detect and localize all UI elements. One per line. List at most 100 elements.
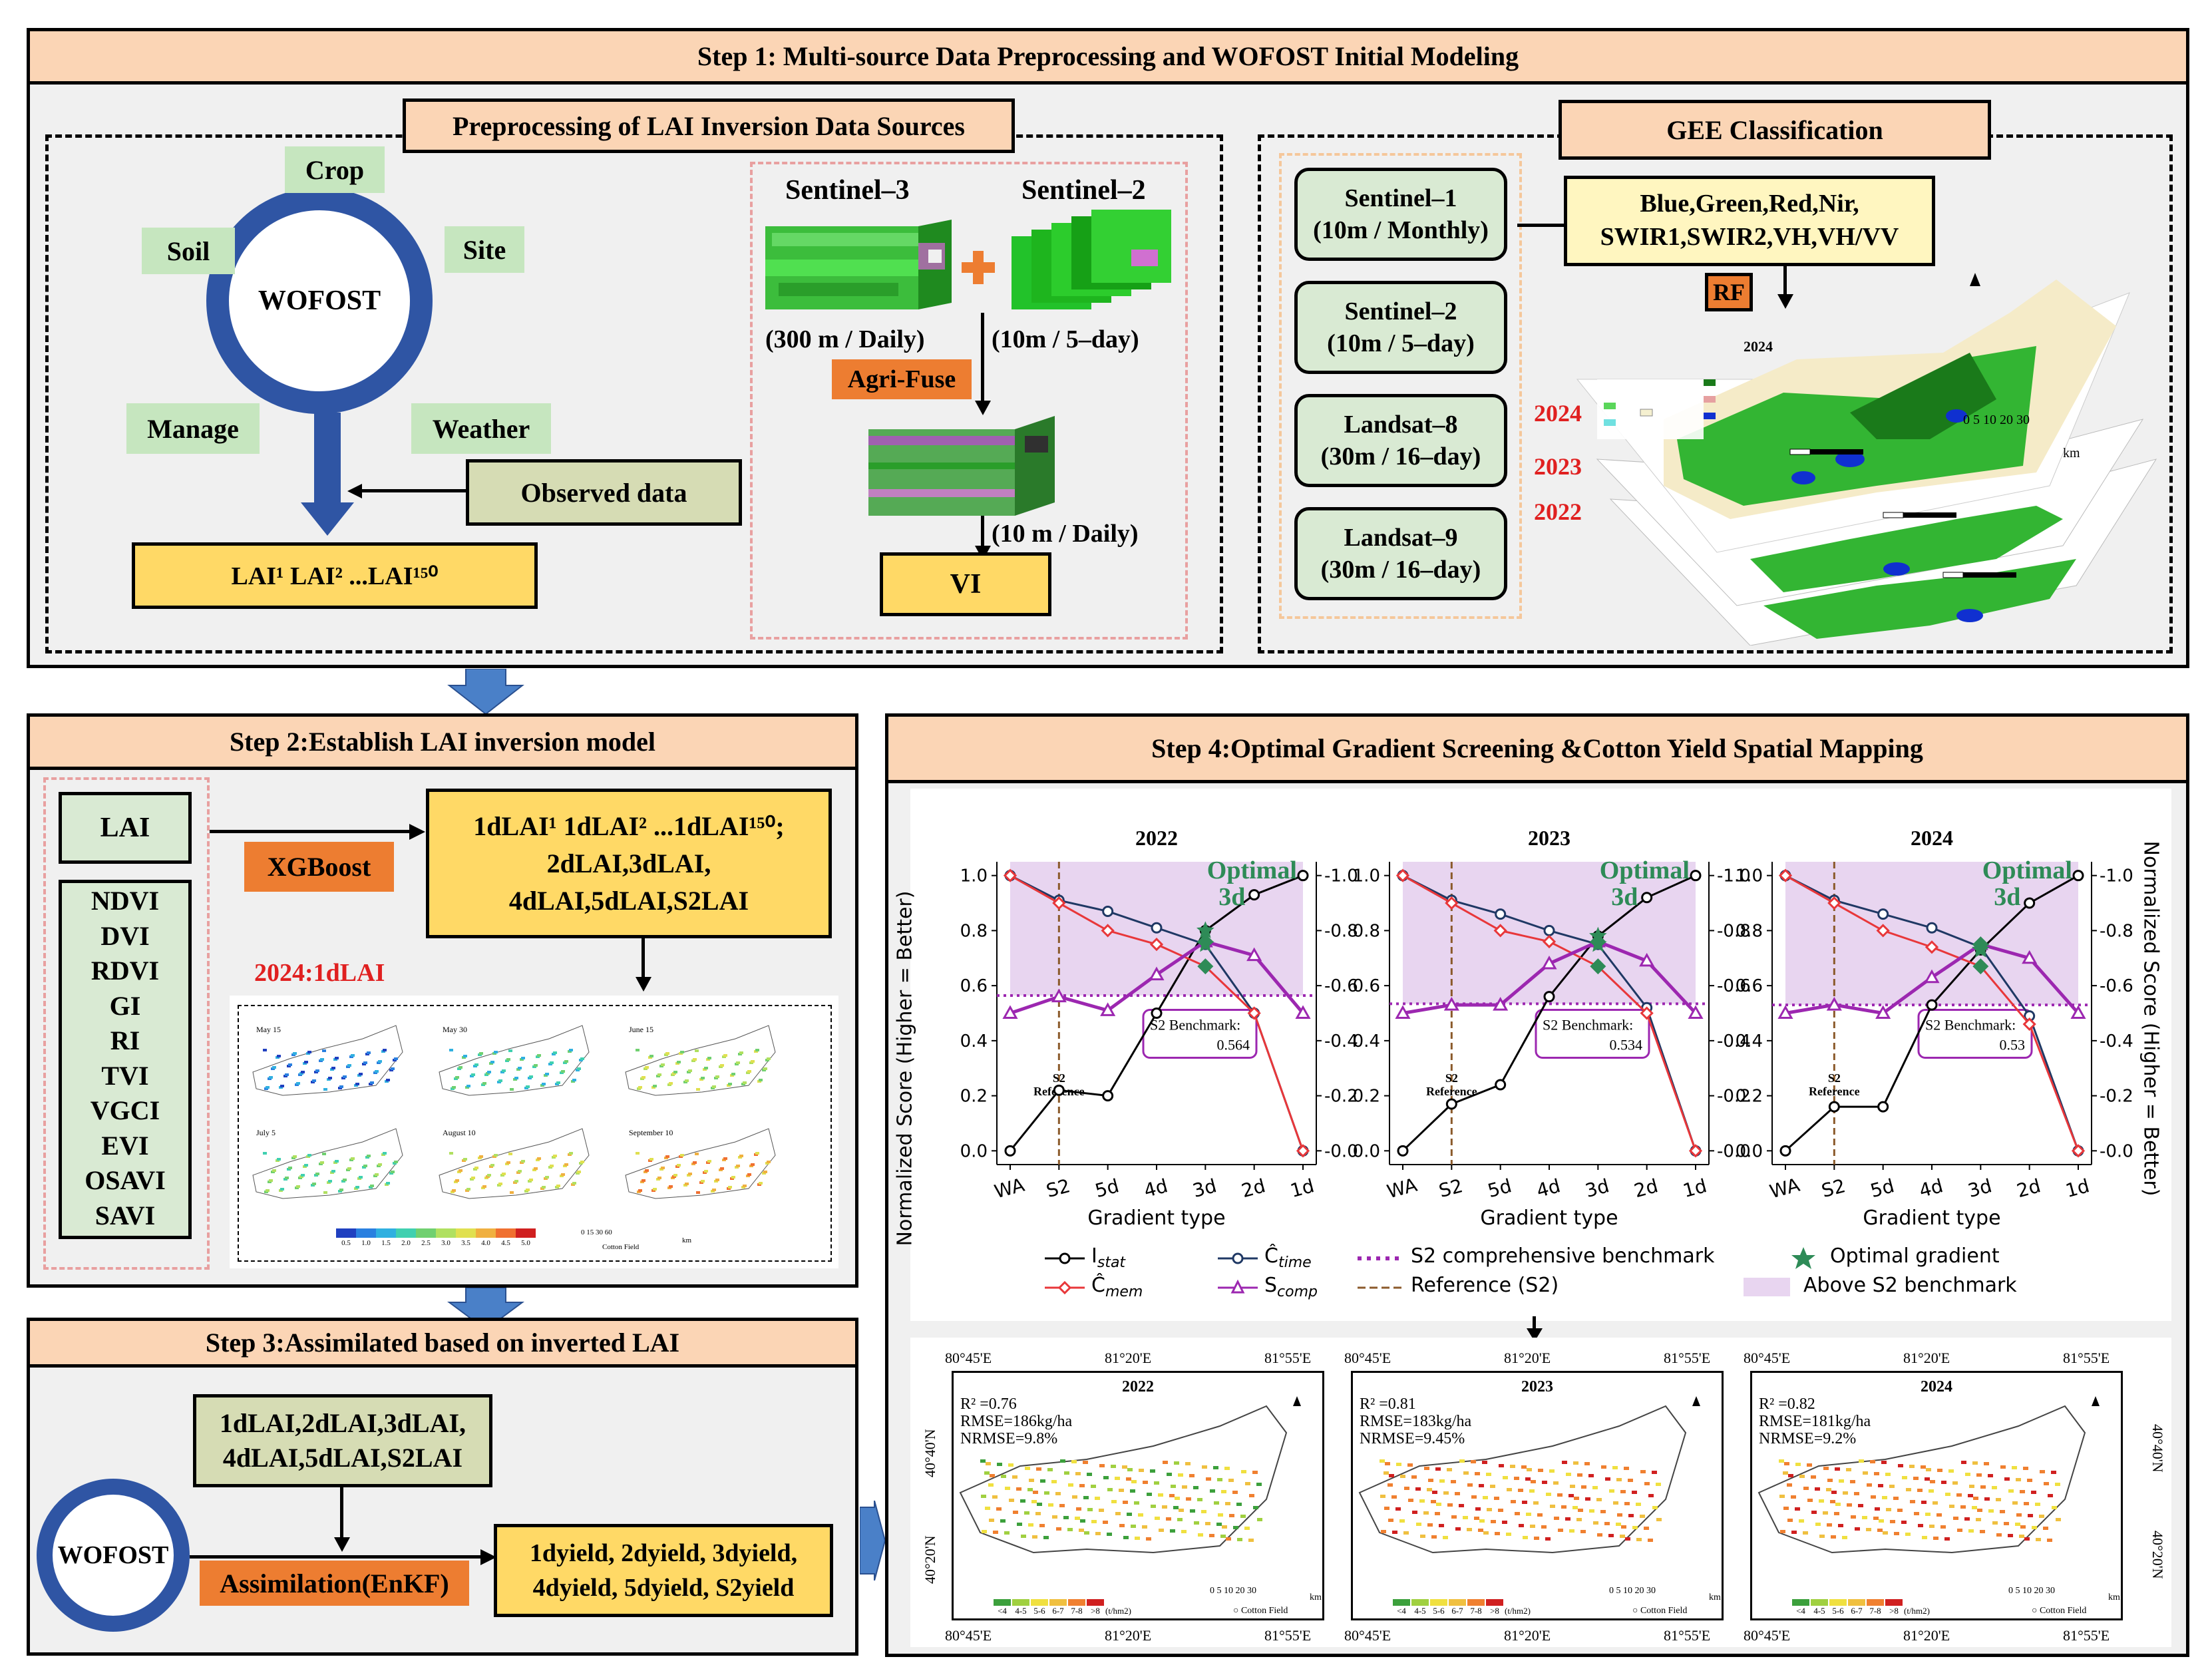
- yield-pixel: [996, 1507, 1002, 1511]
- yield-pixel: [1819, 1535, 1825, 1538]
- svg-text:July 5: July 5: [256, 1128, 276, 1137]
- yield-pixel: [1656, 1518, 1662, 1521]
- yield-legend-label: >8: [1889, 1606, 1899, 1616]
- yield-legend-swatch: [1012, 1599, 1029, 1606]
- lai-map-5: September 10: [625, 1128, 776, 1199]
- x-tick-label: 4d: [1141, 1175, 1170, 1202]
- point-istat: [1151, 1008, 1163, 1019]
- yield-pixel: [1087, 1508, 1093, 1511]
- classification-map-stack: [1576, 273, 2157, 646]
- x-tick-label: WA: [1767, 1174, 1802, 1203]
- colorbar-cell: [476, 1228, 496, 1238]
- point-scomp: [1875, 1005, 1891, 1019]
- yield-pixel: [1992, 1521, 1998, 1525]
- yield-pixel: [1190, 1509, 1195, 1513]
- optimal-marker: [1197, 933, 1214, 950]
- yield-pixel: [1467, 1483, 1473, 1487]
- legend-cmem: Ĉmem: [1091, 1274, 1143, 1300]
- yield-pixel: [1017, 1523, 1022, 1526]
- yield-pixel: [1847, 1503, 1852, 1507]
- yield-pixel: [1103, 1521, 1108, 1524]
- yield-pixel: [1237, 1538, 1242, 1541]
- yield-pixel: [1503, 1476, 1508, 1479]
- index-ri: RI: [110, 1025, 140, 1055]
- yield-pixel: [1952, 1481, 1958, 1485]
- colorbar-cell: [376, 1228, 396, 1238]
- yield-pixel: [1577, 1473, 1582, 1477]
- yield-pixel: [1150, 1469, 1155, 1473]
- yield-pixel: [2055, 1483, 2060, 1486]
- point-cmem: [1052, 896, 1066, 910]
- point-istat: [1543, 991, 1555, 1003]
- legend-bench: S2 comprehensive benchmark: [1411, 1244, 1715, 1268]
- benchmark-box-title: S2 Benchmark:: [1925, 1017, 2016, 1033]
- benchmark-value: 0.564: [1217, 1037, 1250, 1053]
- yield-pixel: [1174, 1461, 1179, 1465]
- yield-pixel: [1083, 1461, 1088, 1464]
- yield-pixel: [1252, 1471, 1258, 1474]
- yield-pixel: [1024, 1511, 1029, 1515]
- legend-ctime-text: Ĉ: [1264, 1244, 1278, 1268]
- index-ndvi: NDVI: [91, 886, 160, 916]
- y-tick-label-right: -0.2: [2100, 1087, 2133, 1107]
- point-cmem: [1542, 934, 1557, 949]
- yield-pixel: [1383, 1471, 1389, 1475]
- yield-pixel: [1525, 1477, 1531, 1481]
- point-scomp: [1100, 1002, 1116, 1016]
- yield-pixel: [1079, 1529, 1084, 1532]
- y-tick-label: 1.0: [960, 866, 988, 886]
- yield-pixel: [1608, 1534, 1614, 1537]
- yield-pixel: [1807, 1463, 1812, 1467]
- yield-map-r2: R² =0.81: [1360, 1395, 1416, 1413]
- sensor-box-3: Landsat–9(30m / 16–day): [1294, 507, 1507, 600]
- yield-pixel: [1447, 1503, 1453, 1507]
- point-istat: [1297, 870, 1309, 882]
- yield-pixel: [1791, 1531, 1797, 1534]
- yield-scale: 0 5 10 20 30: [2008, 1586, 2055, 1596]
- year-label-2024: 2024: [1534, 400, 1582, 427]
- yield-pixel: [1142, 1525, 1147, 1529]
- yield-pixel: [1581, 1485, 1586, 1489]
- x-tick-label: 1d: [1288, 1175, 1316, 1202]
- yield-map-nrmse: NRMSE=9.2%: [1759, 1430, 1857, 1447]
- yield-pixel: [1605, 1477, 1610, 1481]
- yield-pixel: [1491, 1520, 1496, 1523]
- lai-cotton-field-label: Cotton Field: [602, 1243, 640, 1251]
- colorbar-tick: 5.0: [521, 1239, 530, 1247]
- yield-legend-swatch: [1449, 1599, 1466, 1606]
- yield-pixel: [1799, 1475, 1805, 1478]
- colorbar-cell: [356, 1228, 376, 1238]
- sensor-box-2: Landsat–8(30m / 16–day): [1294, 394, 1507, 487]
- yield-pixel: [1008, 1463, 1014, 1467]
- lon-label-top: 81°55'E: [1264, 1350, 1312, 1366]
- legend-ref: Reference (S2): [1411, 1274, 1559, 1297]
- x-tick-label: 3d: [1191, 1175, 1219, 1202]
- yield-pixel: [1811, 1475, 1816, 1479]
- yield-pixel: [980, 1459, 986, 1463]
- yield-pixel: [1511, 1500, 1516, 1503]
- point-istat: [1690, 870, 1702, 882]
- yield-scale: 0 5 10 20 30: [1609, 1586, 1656, 1596]
- step3-to-step4-arrow: [860, 1501, 886, 1580]
- yield-pixel: [1592, 1486, 1598, 1489]
- yield-pixel: [1245, 1482, 1250, 1485]
- y-tick-label-right: -0.2: [1717, 1087, 1751, 1107]
- yield-pixel: [1021, 1535, 1026, 1538]
- benchmark-box-title: S2 Benchmark:: [1150, 1017, 1240, 1033]
- yield-pixel: [1099, 1464, 1105, 1467]
- yield-pixel: [2039, 1515, 2044, 1518]
- x-tick-label: 2d: [1632, 1175, 1660, 1202]
- point-cmem: [1247, 1006, 1261, 1020]
- yield-pixel: [1913, 1477, 1919, 1480]
- yield-pixel: [1632, 1526, 1638, 1529]
- yield-pixel: [1443, 1491, 1449, 1495]
- point-scomp: [1295, 1005, 1311, 1019]
- yield-pixel: [1428, 1479, 1433, 1482]
- point-scomp: [2022, 950, 2038, 964]
- yield-pixel: [1388, 1519, 1393, 1522]
- yield-pixel: [1554, 1517, 1559, 1520]
- yield-pixel: [1020, 1499, 1025, 1503]
- point-scomp: [1688, 1005, 1704, 1019]
- index-savi: SAVI: [94, 1200, 156, 1230]
